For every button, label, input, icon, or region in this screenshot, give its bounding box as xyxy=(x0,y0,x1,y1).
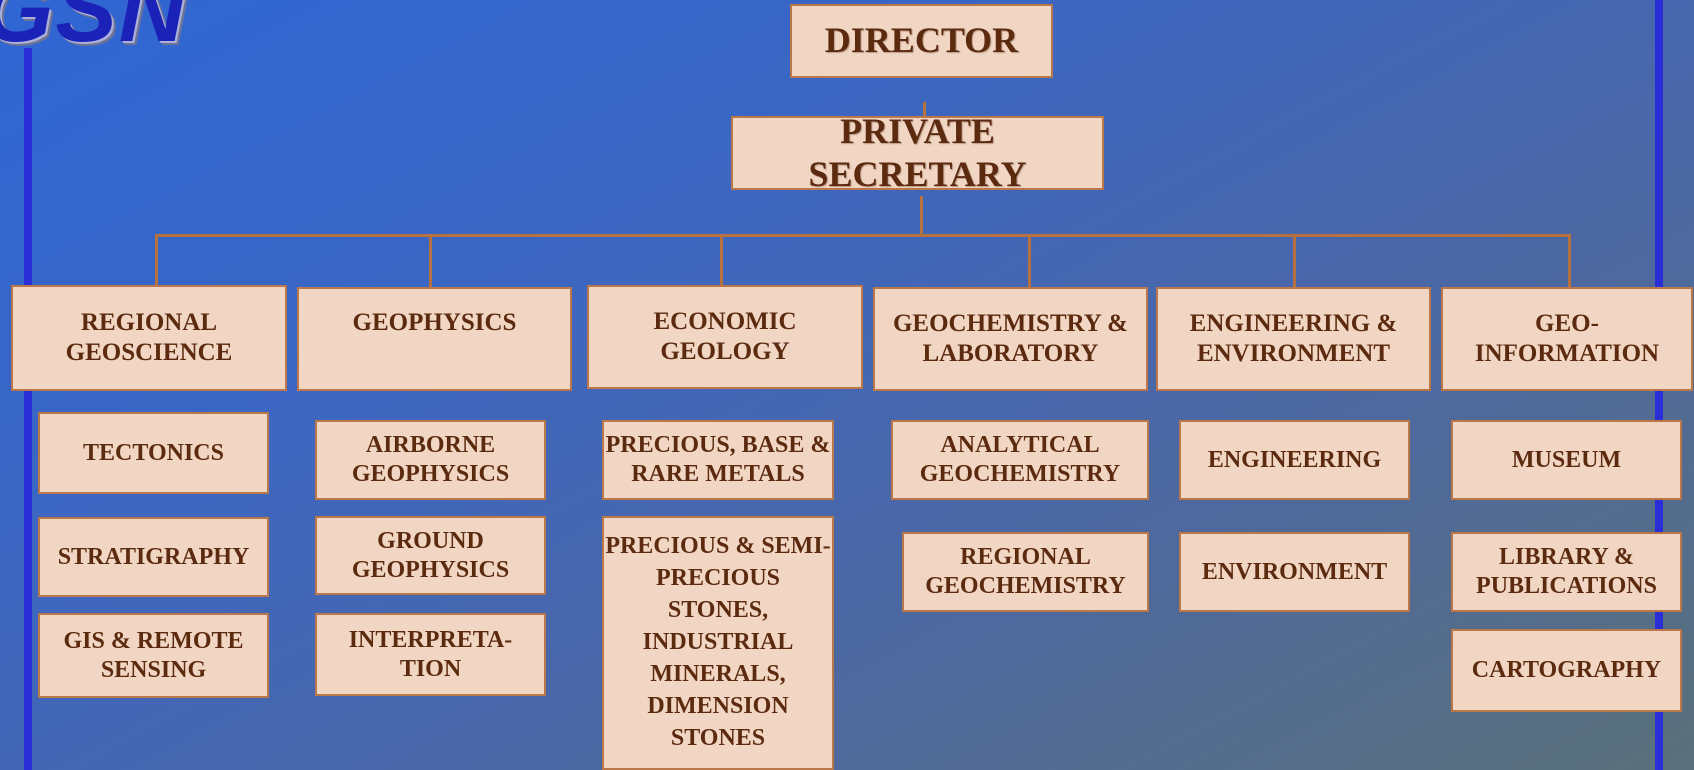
dept-title: GEOPHYSICS xyxy=(352,308,517,336)
unit-precious-base-rare-metals: PRECIOUS, BASE & RARE METALS xyxy=(602,420,834,500)
unit-label: CARTOGRAPHY xyxy=(1471,657,1662,684)
unit-label: LIBRARY & PUBLICATIONS xyxy=(1476,544,1657,599)
unit-gis-remote-sensing: GIS & REMOTE SENSING xyxy=(38,613,269,698)
unit-ground-geophysics: GROUND GEOPHYSICS xyxy=(315,516,546,595)
unit-label: ENVIRONMENT xyxy=(1201,558,1388,585)
unit-label: STRATIGRAPHY xyxy=(57,543,250,570)
unit-engineering: ENGINEERING xyxy=(1179,420,1410,500)
dept-economic-geology: ECONOMIC GEOLOGY xyxy=(587,285,863,389)
unit-label: ENGINEERING xyxy=(1207,446,1382,473)
unit-environment: ENVIRONMENT xyxy=(1179,532,1410,612)
unit-museum: MUSEUM xyxy=(1451,420,1682,500)
dept-title: GEOCHEMISTRY & LABORATORY xyxy=(892,310,1129,367)
unit-label: PRECIOUS, BASE & RARE METALS xyxy=(605,432,831,487)
dept-geo-information: GEO- INFORMATION xyxy=(1441,287,1693,391)
unit-label: PRECIOUS & SEMI-PRECIOUS STONES, INDUSTR… xyxy=(605,533,831,751)
unit-label: AIRBORNE GEOPHYSICS xyxy=(351,432,510,487)
dept-engineering-environment: ENGINEERING & ENVIRONMENT xyxy=(1156,287,1431,391)
unit-tectonics: TECTONICS xyxy=(38,412,269,494)
dept-title: ENGINEERING & ENVIRONMENT xyxy=(1189,310,1398,367)
unit-label: MUSEUM xyxy=(1511,446,1622,473)
dept-title: REGIONAL GEOSCIENCE xyxy=(65,309,233,366)
unit-label: ANALYTICAL GEOCHEMISTRY xyxy=(919,432,1121,487)
unit-analytical-geochemistry: ANALYTICAL GEOCHEMISTRY xyxy=(891,420,1149,500)
left-side-rail xyxy=(24,48,32,770)
connector-drop-geophysics xyxy=(429,234,432,288)
director-box: DIRECTOR xyxy=(790,4,1053,78)
dept-regional-geoscience: REGIONAL GEOSCIENCE xyxy=(11,285,287,391)
dept-title: ECONOMIC GEOLOGY xyxy=(653,308,797,365)
dept-title: GEO- INFORMATION xyxy=(1474,310,1660,367)
private-secretary-box: PRIVATE SECRETARY xyxy=(731,111,1104,194)
unit-precious-semi-precious-stones: PRECIOUS & SEMI-PRECIOUS STONES, INDUSTR… xyxy=(602,516,834,770)
dept-geophysics: GEOPHYSICS xyxy=(297,287,572,391)
private-secretary-label: PRIVATE SECRETARY xyxy=(808,110,1027,194)
unit-label: INTERPRETA- TION xyxy=(348,626,513,682)
dept-geochemistry-laboratory: GEOCHEMISTRY & LABORATORY xyxy=(873,287,1148,391)
connector-drop-regional-geoscience xyxy=(155,234,158,286)
unit-library-publications: LIBRARY & PUBLICATIONS xyxy=(1451,532,1682,612)
unit-label: GROUND GEOPHYSICS xyxy=(351,527,510,583)
unit-label: GIS & REMOTE SENSING xyxy=(63,627,244,683)
connector-drop-engineering xyxy=(1293,234,1296,288)
connector-drop-geochemistry xyxy=(1028,234,1031,288)
unit-stratigraphy: STRATIGRAPHY xyxy=(38,517,269,597)
connector-drop-geo-information xyxy=(1568,234,1571,288)
unit-airborne-geophysics: AIRBORNE GEOPHYSICS xyxy=(315,420,546,500)
unit-label: TECTONICS xyxy=(83,439,224,466)
connector-secretary-trunk xyxy=(920,196,923,236)
unit-interpretation: INTERPRETA- TION xyxy=(315,613,546,696)
unit-cartography: CARTOGRAPHY xyxy=(1451,629,1682,712)
director-label: DIRECTOR xyxy=(824,20,1019,61)
connector-drop-economic-geology xyxy=(720,234,723,286)
unit-label: REGIONAL GEOCHEMISTRY xyxy=(925,544,1126,599)
unit-regional-geochemistry: REGIONAL GEOCHEMISTRY xyxy=(902,532,1149,612)
connector-horizontal-bus xyxy=(155,234,1571,237)
